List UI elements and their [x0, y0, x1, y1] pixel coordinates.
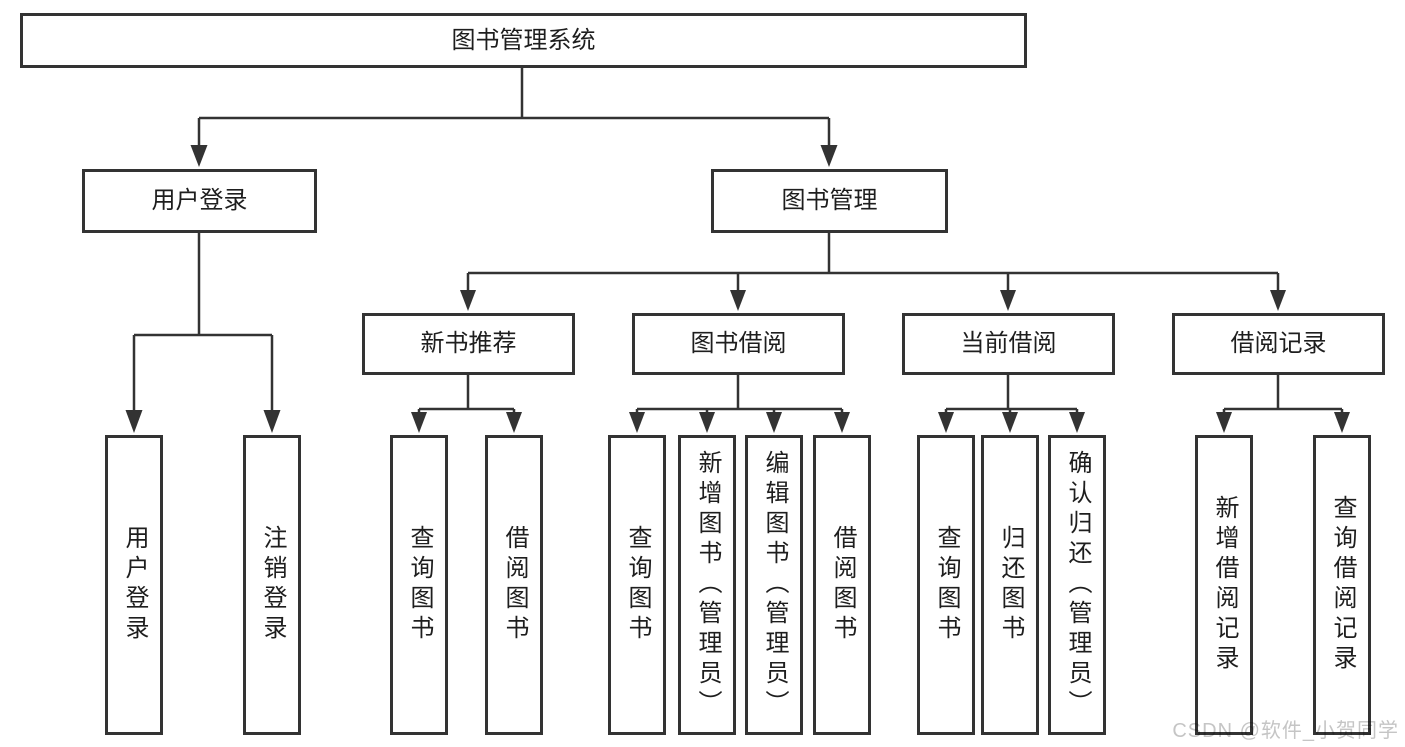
connector-book-management: [460, 233, 1286, 311]
leaf-query-borrow-record-label: 查询借阅记录: [1329, 495, 1356, 675]
group-current-borrow: 当前借阅: [902, 313, 1115, 375]
branch-user-login-label: 用户登录: [151, 187, 248, 214]
root-node-book-management-system: 图书管理系统: [20, 13, 1027, 68]
leaf-logout-label: 注销登录: [259, 525, 286, 645]
group-new-book-recommend-label: 新书推荐: [420, 330, 517, 357]
leaf-add-book-admin-label: 新增图书（管理员）: [694, 450, 721, 720]
leaf-logout: 注销登录: [243, 435, 301, 735]
leaf-query-book-recommend-label: 查询图书: [406, 525, 433, 645]
group-book-borrow: 图书借阅: [632, 313, 845, 375]
leaf-return-book: 归还图书: [981, 435, 1039, 735]
leaf-borrow-book: 借阅图书: [813, 435, 871, 735]
leaf-borrow-book-label: 借阅图书: [829, 525, 856, 645]
leaf-query-borrow-record: 查询借阅记录: [1313, 435, 1371, 735]
leaf-query-book-current-label: 查询图书: [933, 525, 960, 645]
group-new-book-recommend: 新书推荐: [362, 313, 575, 375]
leaf-add-borrow-record-label: 新增借阅记录: [1211, 495, 1238, 675]
branch-user-login: 用户登录: [82, 169, 317, 233]
root-node-label: 图书管理系统: [451, 26, 596, 54]
connector-current-borrow: [938, 375, 1085, 433]
connector-user-login: [125, 233, 281, 433]
connector-book-borrow: [629, 375, 850, 433]
leaf-query-book-current: 查询图书: [917, 435, 975, 735]
leaf-confirm-return-admin: 确认归还（管理员）: [1048, 435, 1106, 735]
leaf-add-book-admin: 新增图书（管理员）: [678, 435, 736, 735]
leaf-query-book-recommend: 查询图书: [390, 435, 448, 735]
connector-borrow-records: [1216, 375, 1350, 433]
branch-book-management: 图书管理: [711, 169, 948, 233]
group-current-borrow-label: 当前借阅: [960, 330, 1057, 357]
connector-root: [190, 68, 838, 167]
leaf-query-book-borrow: 查询图书: [608, 435, 666, 735]
leaf-user-login: 用户登录: [105, 435, 163, 735]
leaf-edit-book-admin: 编辑图书（管理员）: [745, 435, 803, 735]
csdn-watermark: CSDN @软件_小贺同学: [1172, 720, 1399, 742]
group-book-borrow-label: 图书借阅: [690, 330, 787, 357]
leaf-borrow-book-recommend: 借阅图书: [485, 435, 543, 735]
branch-book-management-label: 图书管理: [781, 187, 878, 214]
leaf-confirm-return-admin-label: 确认归还（管理员）: [1064, 450, 1091, 720]
leaf-return-book-label: 归还图书: [997, 525, 1024, 645]
leaf-borrow-book-recommend-label: 借阅图书: [501, 525, 528, 645]
group-borrow-records-label: 借阅记录: [1230, 330, 1327, 357]
group-borrow-records: 借阅记录: [1172, 313, 1385, 375]
leaf-user-login-label: 用户登录: [121, 525, 148, 645]
leaf-add-borrow-record: 新增借阅记录: [1195, 435, 1253, 735]
leaf-query-book-borrow-label: 查询图书: [624, 525, 651, 645]
leaf-edit-book-admin-label: 编辑图书（管理员）: [761, 450, 788, 720]
connector-new-book-recommend: [411, 375, 522, 433]
